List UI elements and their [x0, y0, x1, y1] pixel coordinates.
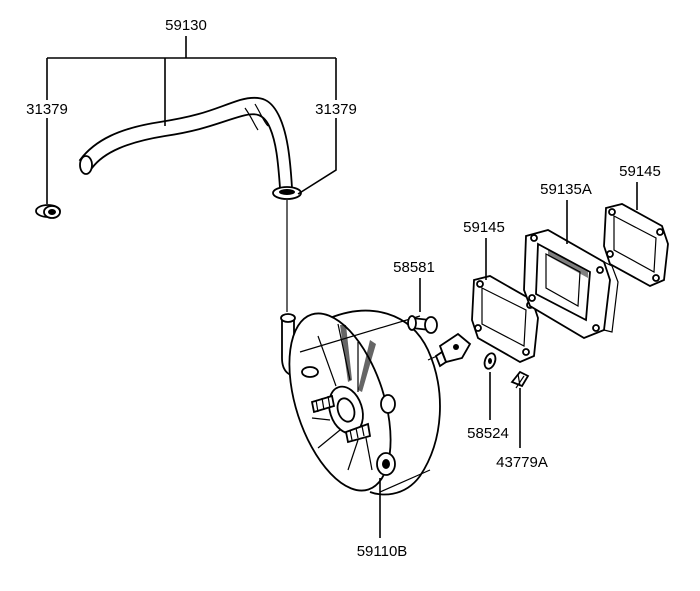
label-vacuum-hose: 59130: [165, 17, 207, 34]
washer: [483, 352, 497, 370]
label-hose-clamp-left: 31379: [26, 101, 68, 118]
hose-clamp-right: [272, 186, 302, 200]
label-pin: 43779A: [496, 454, 548, 471]
pushrod-clevis: [427, 332, 472, 368]
label-gasket-left: 59145: [463, 219, 505, 236]
label-hose-clamp-right: 31379: [315, 101, 357, 118]
label-washer: 58524: [467, 425, 509, 442]
label-clevis-bolt: 58581: [393, 259, 435, 276]
label-spacer: 59135A: [540, 181, 592, 198]
pin: [510, 370, 530, 389]
label-brake-booster: 59110B: [357, 543, 408, 560]
gasket-right: [603, 203, 669, 288]
leader-lines: [46, 36, 638, 538]
clevis-bolt: [407, 315, 438, 334]
hose-clamp-left: [35, 204, 61, 219]
spacer: [523, 229, 619, 340]
label-gasket-right: 59145: [619, 163, 661, 180]
brake-booster: [288, 309, 441, 496]
vacuum-hose: [78, 96, 293, 189]
